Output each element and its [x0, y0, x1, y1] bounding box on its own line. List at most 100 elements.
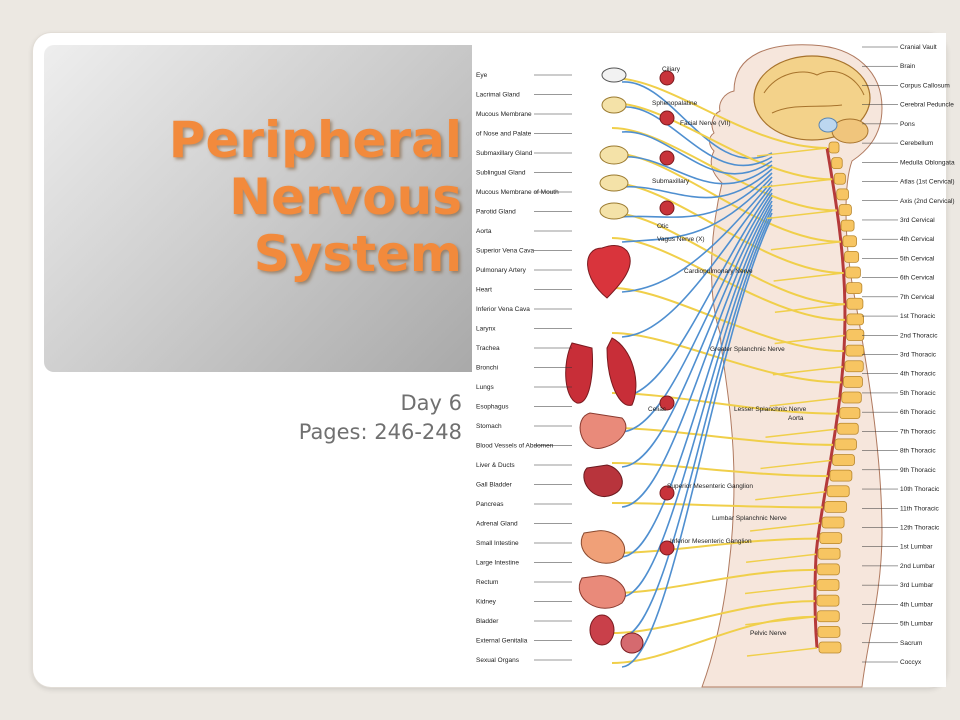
organ-label: Bladder	[476, 618, 499, 625]
parasympathetic-nerve	[621, 208, 773, 598]
nerve-label: Pelvic Nerve	[750, 630, 787, 637]
vertebra	[841, 391, 862, 404]
spinal-nerve	[766, 209, 838, 220]
kidney-organ	[589, 614, 615, 646]
gland-organ	[599, 202, 629, 220]
organ-label: Rectum	[476, 579, 498, 586]
vertebra	[845, 344, 865, 357]
organ-label: Gall Bladder	[476, 482, 513, 489]
organ-label: Stomach	[476, 423, 502, 430]
ganglion	[659, 110, 675, 126]
parasympathetic-nerve	[621, 131, 773, 175]
spinal-nerve	[755, 491, 826, 501]
organ-label: Inferior Vena Cava	[476, 306, 530, 313]
gland-organ	[599, 174, 629, 192]
ganglion	[659, 485, 675, 501]
vertebra-label: Corpus Callosum	[900, 82, 950, 89]
organ-label: Heart	[476, 287, 492, 294]
vertebra-label: 5th Thoracic	[900, 390, 936, 397]
parasympathetic-nerve	[621, 204, 773, 558]
title-line-1: Peripheral	[168, 111, 462, 169]
parasympathetic-nerve	[621, 176, 773, 243]
gland-organ	[601, 96, 627, 114]
nerve-label: Ciliary	[662, 66, 681, 73]
intestine-organ	[578, 575, 626, 609]
vertebra-label: 7th Cervical	[900, 294, 935, 301]
bladder-organ	[620, 632, 644, 654]
vertebra	[846, 297, 864, 310]
organ-label: Esophagus	[476, 404, 509, 411]
vertebra-label: 10th Thoracic	[900, 486, 940, 493]
vertebra	[839, 407, 861, 420]
vertebra-label: 7th Thoracic	[900, 428, 936, 435]
spinal-nerve	[770, 241, 841, 251]
spinal-nerve	[760, 459, 831, 470]
vertebra-label: Cerebral Peduncle	[900, 102, 954, 109]
vertebra	[826, 485, 850, 498]
spinal-nerve	[746, 553, 817, 563]
parasympathetic-nerve	[621, 192, 773, 433]
vertebra	[844, 250, 860, 263]
parasympathetic-nerve	[621, 180, 773, 293]
organ-label: Kidney	[476, 599, 497, 606]
nerve-label: Lumbar Splanchnic Nerve	[712, 515, 787, 522]
vertebra-label: 2nd Thoracic	[900, 332, 938, 339]
spinal-nerve	[746, 647, 818, 657]
organ-label: Lacrimal Gland	[476, 92, 520, 99]
organ-label: Pulmonary Artery	[476, 267, 527, 274]
nerve-label: Sphenopalatine	[652, 100, 698, 107]
organ-label: Large Intestine	[476, 560, 519, 567]
parasympathetic-nerve	[621, 196, 773, 468]
vertebra	[837, 422, 859, 435]
vertebra	[831, 157, 843, 170]
vertebra	[834, 438, 857, 451]
vertebra-label: 11th Thoracic	[900, 505, 940, 512]
vertebra	[817, 563, 840, 576]
vertebra	[829, 469, 853, 482]
sympathetic-nerve	[611, 462, 828, 478]
sympathetic-nerve	[611, 427, 834, 446]
organ-label: of Nose and Palate	[476, 131, 532, 138]
spinal-nerve	[750, 522, 821, 532]
organ-label: Larynx	[476, 326, 496, 333]
vertebra-label: Cerebellum	[900, 140, 933, 147]
vertebra-label: 5th Cervical	[900, 255, 935, 262]
organ-label: Adrenal Gland	[476, 521, 518, 528]
title-line-2: Nervous	[229, 168, 462, 226]
parasympathetic-nerve	[621, 172, 773, 218]
vertebra-label: Cranial Vault	[900, 44, 937, 51]
ganglion	[659, 540, 675, 556]
vertebra-label: 3rd Cervical	[900, 217, 935, 224]
liver-organ	[583, 464, 623, 498]
organ-label: Small Intestine	[476, 540, 519, 547]
spinal-nerve	[774, 303, 845, 313]
title-panel	[44, 45, 484, 372]
sympathetic-nerve	[611, 332, 842, 384]
sympathetic-nerve	[611, 537, 818, 554]
organ-label: Pancreas	[476, 501, 504, 508]
intestine-organ	[580, 530, 625, 564]
organ-label: External Genitalia	[476, 638, 528, 645]
vertebra	[840, 219, 855, 232]
vertebra	[817, 547, 841, 560]
sympathetic-nerve	[611, 615, 816, 664]
heart-organ	[587, 244, 631, 299]
nerve-label: Aorta	[788, 415, 804, 422]
vertebra	[845, 266, 861, 279]
organ-label: Lungs	[476, 384, 494, 391]
vertebra-label: Axis (2nd Cervical)	[900, 198, 955, 205]
stomach-organ	[579, 412, 627, 449]
organ-label: Superior Vena Cava	[476, 248, 535, 255]
sympathetic-nerve	[611, 127, 838, 212]
vertebra-label: 12th Thoracic	[900, 524, 940, 531]
parasympathetic-nerve	[621, 212, 773, 638]
vertebra	[846, 282, 863, 295]
organ-label: Liver & Ducts	[476, 462, 515, 469]
organ-label: Mucous Membrane	[476, 111, 532, 118]
vertebra-label: 1st Thoracic	[900, 313, 936, 320]
vertebra-label: Atlas (1st Cervical)	[900, 179, 955, 186]
organ-label: Bronchi	[476, 365, 498, 372]
